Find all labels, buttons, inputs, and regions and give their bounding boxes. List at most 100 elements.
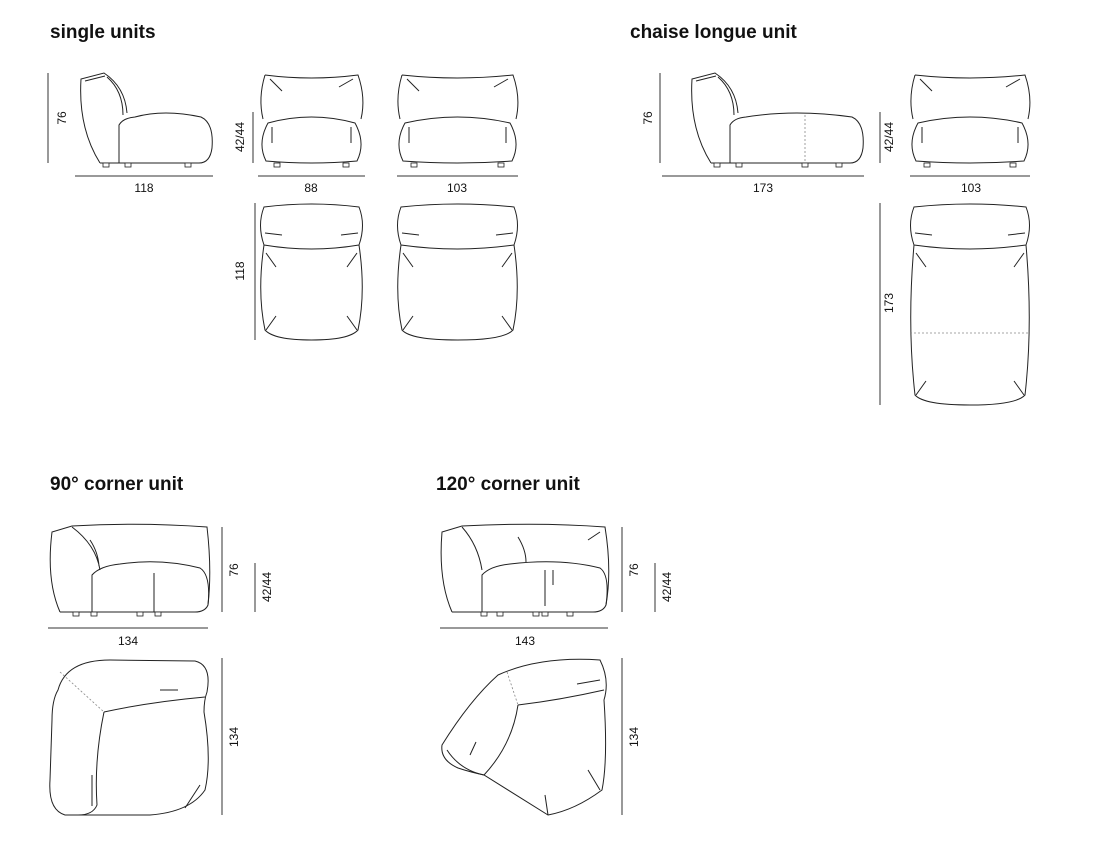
outline: [441, 658, 607, 816]
seat-cushion: [481, 561, 608, 613]
sofa-foot: [801, 162, 809, 168]
sofa-foot: [496, 611, 504, 617]
outline: [49, 659, 209, 816]
backrest-seam: [71, 526, 101, 571]
sofa-foot: [102, 162, 110, 168]
single-seat-height-label: 42/44: [233, 122, 247, 152]
seat-edge: [77, 696, 206, 816]
backrest: [397, 203, 518, 250]
fold-lines: [269, 78, 354, 92]
backrest: [260, 203, 363, 250]
sofa-foot: [835, 162, 843, 168]
sofa-foot: [342, 162, 350, 168]
backrest: [260, 74, 364, 120]
chaise-side-view: [691, 72, 864, 168]
seam-lines: [60, 573, 155, 613]
seat-edge: [446, 689, 605, 776]
seat-cushion: [118, 112, 213, 164]
single-height-label: 76: [55, 111, 69, 125]
chaise-front-view: [910, 74, 1031, 168]
section-title-corner-120: 120° corner unit: [436, 474, 580, 495]
backrest: [910, 74, 1031, 120]
sofa-foot: [735, 162, 743, 168]
chaise-height-label: 76: [641, 111, 655, 125]
chaise-plan-depth-label: 173: [882, 293, 896, 313]
sofa-foot: [1009, 162, 1017, 168]
corner90-side-view: [49, 523, 211, 617]
seam-lines: [452, 570, 554, 613]
sofa-foot: [273, 162, 281, 168]
sofa-foot: [136, 611, 144, 617]
single-width-large-label: 103: [447, 181, 467, 195]
corner90-width-label: 134: [118, 634, 138, 648]
backrest-seam: [695, 75, 735, 116]
backrest: [440, 523, 610, 613]
single-88-front-view: [260, 74, 364, 168]
seat-cushion: [911, 116, 1029, 164]
fold-lines: [914, 232, 1026, 396]
single-width-small-label: 88: [304, 181, 318, 195]
corner90-plan-view: [49, 659, 209, 816]
corner90-height-label: 76: [227, 563, 241, 577]
seat-cushion: [91, 561, 210, 613]
fold-lines: [406, 78, 509, 92]
sofa-foot: [713, 162, 721, 168]
fold-lines: [919, 78, 1021, 92]
sofa-foot: [923, 162, 931, 168]
sofa-drawings: [49, 72, 1031, 816]
single-103-plan-view: [397, 203, 518, 341]
sofa-foot: [532, 611, 540, 617]
fold-lines: [91, 689, 201, 809]
corner-joint: [59, 671, 105, 713]
section-title-single-units: single units: [50, 22, 156, 43]
single-depth-label: 118: [134, 181, 153, 195]
corner90-plan-depth-label: 134: [227, 727, 241, 747]
seat-cushion: [260, 244, 363, 341]
corner120-side-view: [440, 523, 610, 617]
chaise-depth-label: 173: [753, 181, 773, 195]
seat-cushion: [910, 244, 1030, 406]
corner90-seat-height-label: 42/44: [260, 572, 274, 602]
corner120-width-label: 143: [515, 634, 535, 648]
chaise-width-label: 103: [961, 181, 981, 195]
sofa-foot: [184, 162, 192, 168]
single-side-view: [80, 72, 213, 168]
seat-cushion: [397, 244, 518, 341]
seat-cushion: [729, 112, 864, 164]
sofa-foot: [90, 611, 98, 617]
sofa-foot: [541, 611, 549, 617]
backrest: [80, 72, 128, 164]
corner-joint: [506, 671, 519, 706]
backrest: [49, 523, 211, 613]
fold-lines: [264, 232, 359, 331]
sofa-foot: [154, 611, 162, 617]
backrest: [691, 72, 739, 164]
single-103-front-view: [397, 74, 519, 168]
single-plan-depth-label: 118: [233, 261, 247, 280]
sofa-foot: [410, 162, 418, 168]
chaise-plan-view: [910, 203, 1030, 406]
corner120-plan-depth-label: 134: [627, 727, 641, 747]
backrest: [397, 74, 519, 120]
backrest: [910, 203, 1030, 250]
corner120-seat-height-label: 42/44: [660, 572, 674, 602]
single-88-plan-view: [260, 203, 363, 341]
corner120-plan-view: [441, 658, 607, 816]
seat-cushion: [398, 116, 517, 164]
dimension-lines: [47, 73, 1030, 815]
sofa-foot: [124, 162, 132, 168]
sofa-foot: [566, 611, 574, 617]
backrest-seam: [84, 75, 124, 116]
sofa-foot: [480, 611, 488, 617]
fold-lines: [469, 679, 601, 816]
sofa-foot: [72, 611, 80, 617]
seam-lines: [271, 127, 352, 143]
sofa-foot: [497, 162, 505, 168]
seam-lines: [921, 127, 1019, 143]
backrest-seam: [461, 526, 601, 571]
chaise-seat-height-label: 42/44: [882, 122, 896, 152]
fold-lines: [401, 232, 514, 331]
seat-cushion: [261, 116, 362, 164]
corner120-height-label: 76: [627, 563, 641, 577]
